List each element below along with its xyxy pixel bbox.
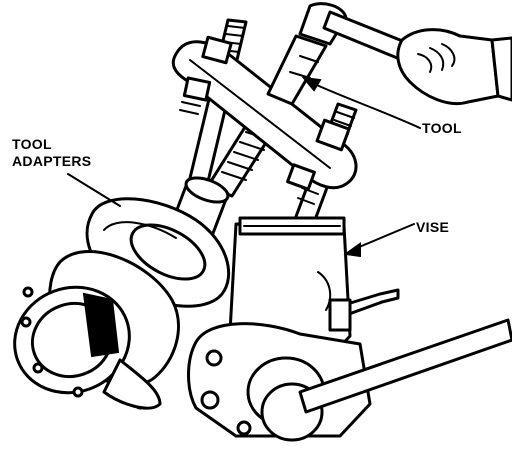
puller-crossbar	[171, 35, 358, 191]
tool-adapters-label: TOOL ADAPTERS	[12, 136, 91, 170]
tool-adapters-label-line1: TOOL	[12, 136, 52, 152]
leader-lines	[67, 76, 421, 258]
tool-adapters-label-line2: ADAPTERS	[12, 153, 92, 169]
bench-vise	[187, 216, 512, 442]
tool-label: TOOL	[422, 120, 462, 136]
wrench-and-hand	[322, 10, 512, 106]
vise-label: VISE	[416, 219, 450, 235]
differential-case	[13, 250, 180, 410]
